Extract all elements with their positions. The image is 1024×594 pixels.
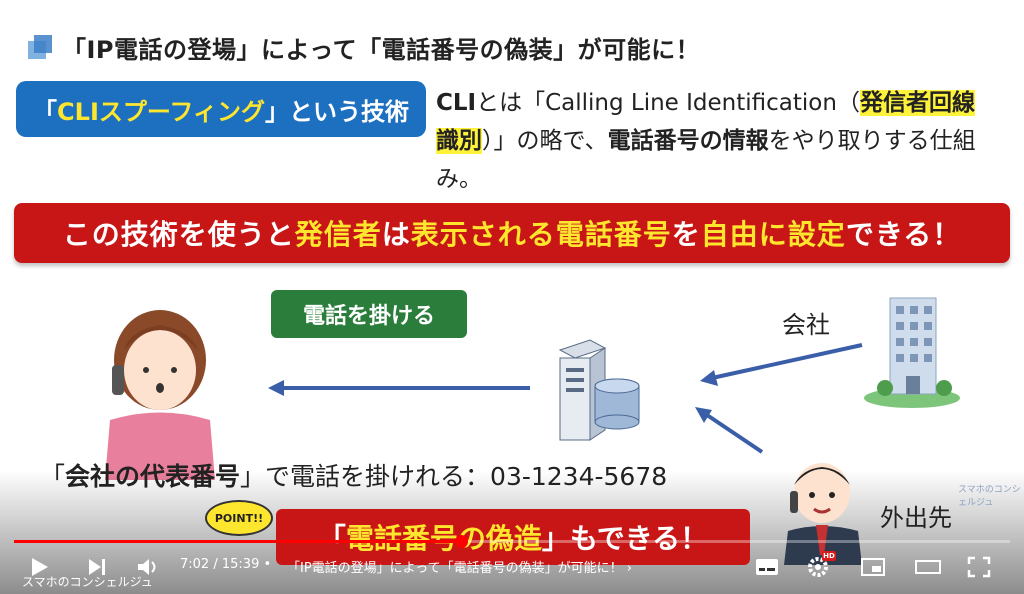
time-separator: / xyxy=(213,557,218,572)
rep-pre: 「 xyxy=(40,462,66,491)
chapter-arrow-icon: › xyxy=(626,561,632,576)
channel-watermark: スマホのコンシェルジュ xyxy=(958,485,1021,508)
play-icon[interactable] xyxy=(28,556,52,578)
badge-highlight: CLIスプーフィング xyxy=(57,97,265,126)
hd-badge: HD xyxy=(822,551,836,561)
badge-pre: 「 xyxy=(33,97,58,126)
fake-highlight: 電話番号の偽造 xyxy=(345,522,542,555)
badge-post: 」という技術 xyxy=(264,97,409,126)
volume-icon[interactable] xyxy=(136,556,162,578)
progress-bar[interactable] xyxy=(14,535,1010,548)
point-badge: POINT!! xyxy=(205,500,273,536)
cli-description: CLIとは「Calling Line Identification（発信者回線識… xyxy=(436,84,996,198)
time-display: 7:02 / 15:39 • xyxy=(180,557,271,572)
cli-text-3: をやり取りする仕組み。 xyxy=(436,128,976,192)
arrow-from-company-icon xyxy=(700,343,863,386)
server-icon xyxy=(558,339,640,441)
company-label: 会社 xyxy=(782,311,830,339)
call-diagram xyxy=(105,297,960,480)
call-button-label: 電話を掛ける xyxy=(271,290,467,338)
chapter-title-button[interactable]: 「IP電話の登場」によって「電話番号の偽装」が可能に！ › xyxy=(287,557,632,576)
cli-text-2: ）」の略で、 xyxy=(482,128,608,154)
subtitles-icon[interactable] xyxy=(754,556,780,578)
banner-part: 発信者 xyxy=(294,218,382,251)
channel-logo: スマホのコンシェルジュ xyxy=(22,575,153,589)
progress-scrubber[interactable] xyxy=(455,535,469,548)
progress-played xyxy=(14,540,462,543)
banner-part: この技術を使うと xyxy=(62,218,295,251)
banner-part: 表示される電話番号 xyxy=(410,218,672,251)
next-icon[interactable] xyxy=(86,556,110,578)
fake-number-banner: 「電話番号の偽造」もできる！ xyxy=(276,509,750,565)
outside-label: 外出先 xyxy=(880,504,952,532)
businessman-icon xyxy=(784,463,862,565)
banner-part: 自由に設定 xyxy=(700,218,846,251)
cli-text-1: とは「Calling Line Identification（ xyxy=(476,90,860,116)
representative-number-line: 「会社の代表番号」で電話を掛けれる：03-1234-5678 xyxy=(40,457,667,493)
arrow-to-woman-icon xyxy=(268,380,530,396)
square-bullet-icon xyxy=(28,34,54,61)
duration: 15:39 xyxy=(221,557,260,572)
arrow-from-outside-icon xyxy=(695,407,764,454)
cli-term: CLI xyxy=(436,90,477,116)
rep-bold: 会社の代表番号 xyxy=(65,462,241,491)
main-banner: この技術を使うと発信者は表示される電話番号を自由に設定できる！ xyxy=(14,203,1010,263)
woman-illustration-icon xyxy=(105,310,215,480)
technique-badge: 「CLIスプーフィング」という技術 xyxy=(16,81,426,137)
theater-mode-icon[interactable] xyxy=(914,556,942,578)
rep-post: 」で電話を掛けれる：03-1234-5678 xyxy=(240,462,668,491)
current-time: 7:02 xyxy=(180,557,210,572)
banner-part: は xyxy=(381,218,411,251)
banner-part: できる！ xyxy=(845,218,962,251)
miniplayer-icon[interactable] xyxy=(860,556,886,578)
banner-part: を xyxy=(671,218,701,251)
settings-gear-icon[interactable] xyxy=(806,555,832,579)
fullscreen-icon[interactable] xyxy=(966,555,992,579)
fake-post: 」もできる！ xyxy=(541,522,709,555)
chapter-title: 「IP電話の登場」によって「電話番号の偽装」が可能に！ xyxy=(287,561,623,576)
chapter-bullet: • xyxy=(263,557,272,572)
fake-pre: 「 xyxy=(317,522,346,555)
slide-title: 「IP電話の登場」によって「電話番号の偽装」が可能に！ xyxy=(28,30,700,65)
cli-bold-2: 電話番号の情報 xyxy=(607,128,769,154)
building-icon xyxy=(864,297,960,408)
slide-title-text: 「IP電話の登場」によって「電話番号の偽装」が可能に！ xyxy=(62,36,701,64)
